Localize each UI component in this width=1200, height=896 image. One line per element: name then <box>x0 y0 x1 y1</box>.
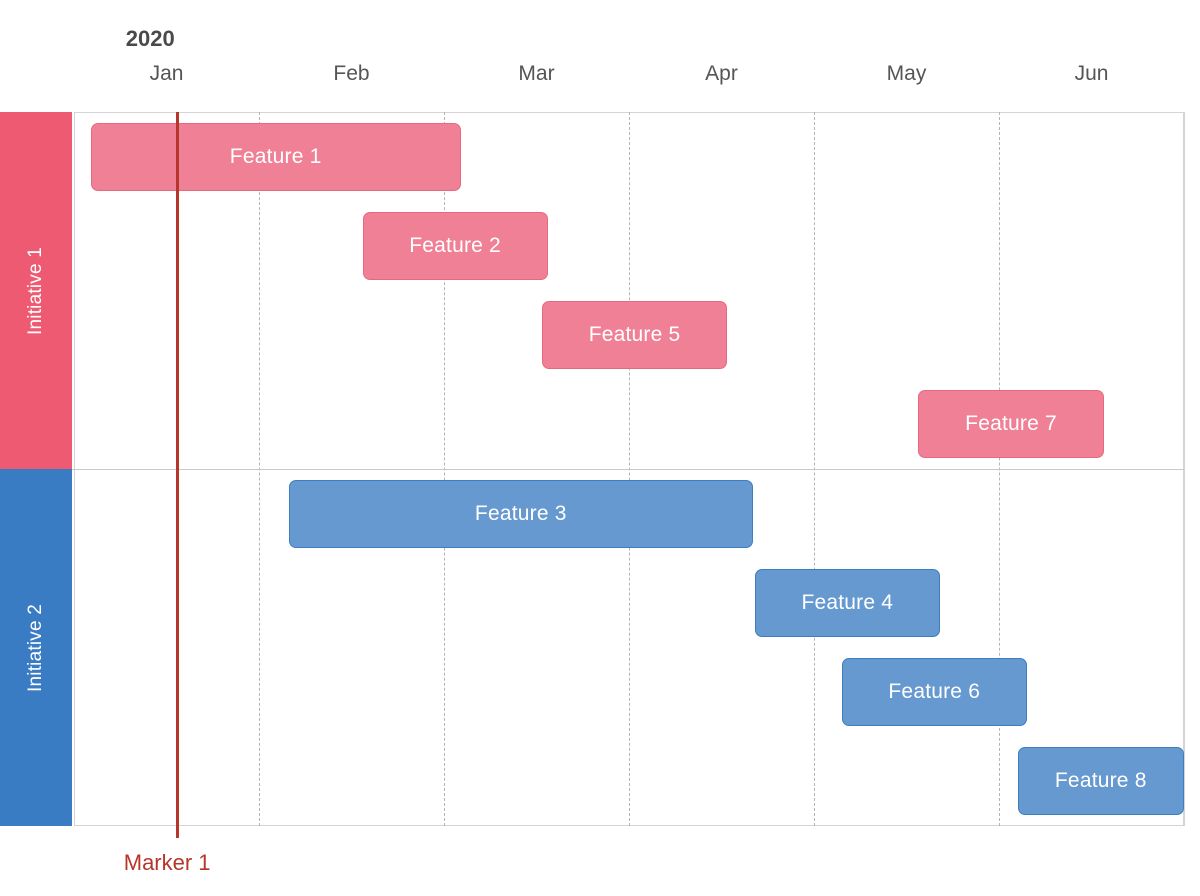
grid-line-6 <box>1184 112 1185 826</box>
task-bar[interactable]: Feature 5 <box>542 301 728 370</box>
swimlane-label-text: Initiative 1 <box>25 246 47 335</box>
task-bar[interactable]: Feature 8 <box>1017 747 1184 816</box>
swimlane-label-text: Initiative 2 <box>25 603 47 692</box>
task-bar[interactable]: Feature 6 <box>841 658 1027 727</box>
task-bar[interactable]: Feature 1 <box>90 122 461 191</box>
task-bar-label: Feature 6 <box>888 680 981 704</box>
task-bar-label: Feature 4 <box>801 590 894 614</box>
axis-month-tick-apr: Apr <box>705 62 738 85</box>
task-bar[interactable]: Feature 3 <box>288 479 753 548</box>
task-bar-label: Feature 2 <box>409 233 501 257</box>
axis-month-tick-may: May <box>886 62 927 85</box>
task-bar-label: Feature 8 <box>1054 769 1147 793</box>
lane-divider-0 <box>0 469 1184 470</box>
axis-month-tick-jun: Jun <box>1074 62 1109 85</box>
task-bar[interactable]: Feature 4 <box>754 568 940 637</box>
axis-month-tick-feb: Feb <box>333 62 370 85</box>
axis-month-tick-jan: Jan <box>149 62 184 85</box>
marker-line[interactable] <box>175 112 179 838</box>
task-bar-label: Feature 3 <box>474 501 567 525</box>
swimlane-label-initiative-2[interactable]: Initiative 2 <box>0 469 72 826</box>
task-bar-label: Feature 1 <box>229 144 322 168</box>
task-bar[interactable]: Feature 2 <box>362 211 548 280</box>
swimlane-label-initiative-1[interactable]: Initiative 1 <box>0 112 72 469</box>
marker-label[interactable]: Marker 1 <box>123 850 211 875</box>
task-bar[interactable]: Feature 7 <box>917 390 1105 459</box>
axis-month-tick-mar: Mar <box>518 62 555 85</box>
task-bar-label: Feature 5 <box>588 323 681 347</box>
task-bar-label: Feature 7 <box>965 412 1057 436</box>
axis-year-label: 2020 <box>125 26 175 51</box>
